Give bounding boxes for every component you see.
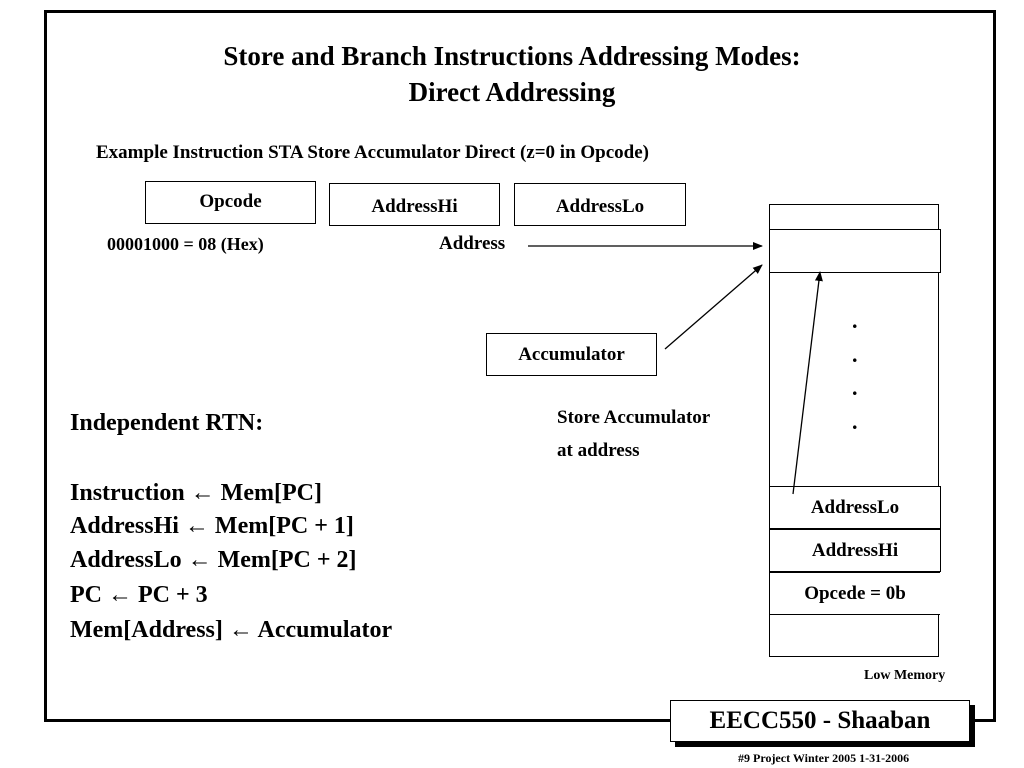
accumulator-box: Accumulator — [486, 333, 657, 376]
rtn-line: Mem[Address] ← Accumulator — [70, 617, 393, 643]
rtn-line: PC ← PC + 3 — [70, 582, 208, 608]
rtn-line: Instruction ← Mem[PC] — [70, 480, 322, 506]
rtn-line: AddressHi ← Mem[PC + 1] — [70, 513, 354, 539]
rtn-line: AddressLo ← Mem[PC + 2] — [70, 547, 357, 573]
store-note-line-2: at address — [557, 440, 640, 461]
memory-cell-address-hi: AddressHi — [769, 529, 941, 572]
memory-target-cell — [769, 229, 941, 273]
memory-ellipsis-dot: . — [852, 342, 858, 367]
memory-ellipsis-dot: . — [852, 409, 858, 434]
memory-ellipsis-dot: . — [852, 308, 858, 333]
accumulator-label: Accumulator — [518, 344, 625, 365]
example-instruction-caption: Example Instruction STA Store Accumulato… — [96, 142, 650, 163]
pointer-arrow — [792, 271, 823, 495]
address-label: Address — [439, 233, 506, 254]
slide-title-line-2: Direct Addressing — [408, 77, 616, 107]
address-hi-field-box: AddressHi — [329, 183, 500, 226]
accumulator-arrow — [664, 264, 763, 350]
opcode-field-label: Opcode — [199, 191, 262, 212]
slide-frame — [44, 10, 996, 722]
opcode-field-box: Opcode — [145, 181, 316, 224]
opcode-value-label: 00001000 = 08 (Hex) — [107, 234, 264, 254]
low-memory-label: Low Memory — [864, 668, 946, 683]
store-note-line-1: Store Accumulator — [557, 407, 711, 428]
rtn-heading: Independent RTN: — [70, 410, 264, 436]
memory-cell-opcode: Opcede = 0b — [769, 572, 940, 615]
course-badge: EECC550 - Shaaban — [670, 700, 970, 742]
address-lo-field-label: AddressLo — [555, 196, 645, 217]
footer-note: #9 Project Winter 2005 1-31-2006 — [738, 751, 910, 765]
slide-title-line-1: Store and Branch Instructions Addressing… — [223, 41, 801, 71]
memory-column — [769, 204, 939, 657]
address-hi-field-label: AddressHi — [371, 196, 458, 217]
memory-ellipsis-dot: . — [852, 375, 858, 400]
address-lo-field-box: AddressLo — [514, 183, 686, 226]
memory-cell-address-lo: AddressLo — [769, 486, 941, 529]
course-badge-text: EECC550 - Shaaban — [709, 707, 931, 734]
